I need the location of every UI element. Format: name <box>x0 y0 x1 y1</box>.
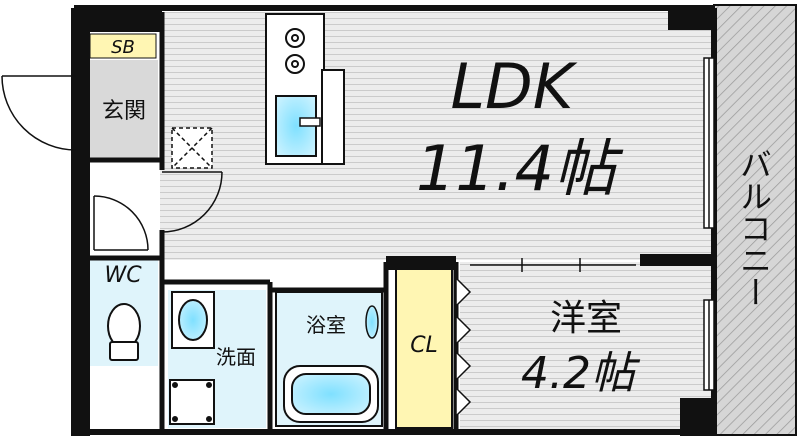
hall-door <box>161 171 223 233</box>
washroom-label: 洗面 <box>216 345 256 369</box>
windows <box>703 57 715 391</box>
left-wall-block <box>74 30 90 436</box>
wc-door <box>93 195 149 251</box>
entrance-label: 玄関 <box>102 99 146 124</box>
sliding-partition <box>470 258 636 272</box>
entrance-floor <box>90 60 158 160</box>
western-room-label: 洋室 <box>550 298 622 339</box>
corner-column-top-right <box>668 8 714 30</box>
corner-column-left <box>74 8 162 32</box>
balcony-label: バルコニー <box>735 148 773 308</box>
entrance-door <box>1 75 77 151</box>
washbasin-icon <box>171 291 215 349</box>
balcony-area <box>713 4 797 436</box>
closet-doors <box>455 276 472 418</box>
right-column <box>640 254 714 266</box>
center-column <box>386 256 456 270</box>
toilet-icon <box>107 303 141 361</box>
entrance-hall <box>90 160 160 255</box>
storage-box <box>171 127 213 169</box>
shoe-box-label: SB <box>111 37 135 58</box>
ldk-floor <box>160 12 712 260</box>
bath-basin-icon <box>365 305 379 339</box>
faucet-icon <box>299 117 321 127</box>
washing-machine-icon <box>169 379 215 425</box>
corner-column-bottom-right <box>680 398 714 436</box>
ldk-label: LDK <box>451 50 578 123</box>
bathtub-icon <box>283 365 379 423</box>
ldk-size-label: 11.4帖 <box>416 132 624 205</box>
toilet-label: WC <box>104 263 142 288</box>
stove-icon <box>285 28 305 74</box>
western-floor <box>460 262 712 430</box>
counter-side <box>321 69 345 165</box>
bathroom-label: 浴室 <box>306 313 346 337</box>
western-size-label: 4.2帖 <box>521 348 641 399</box>
closet-label: CL <box>410 333 438 358</box>
